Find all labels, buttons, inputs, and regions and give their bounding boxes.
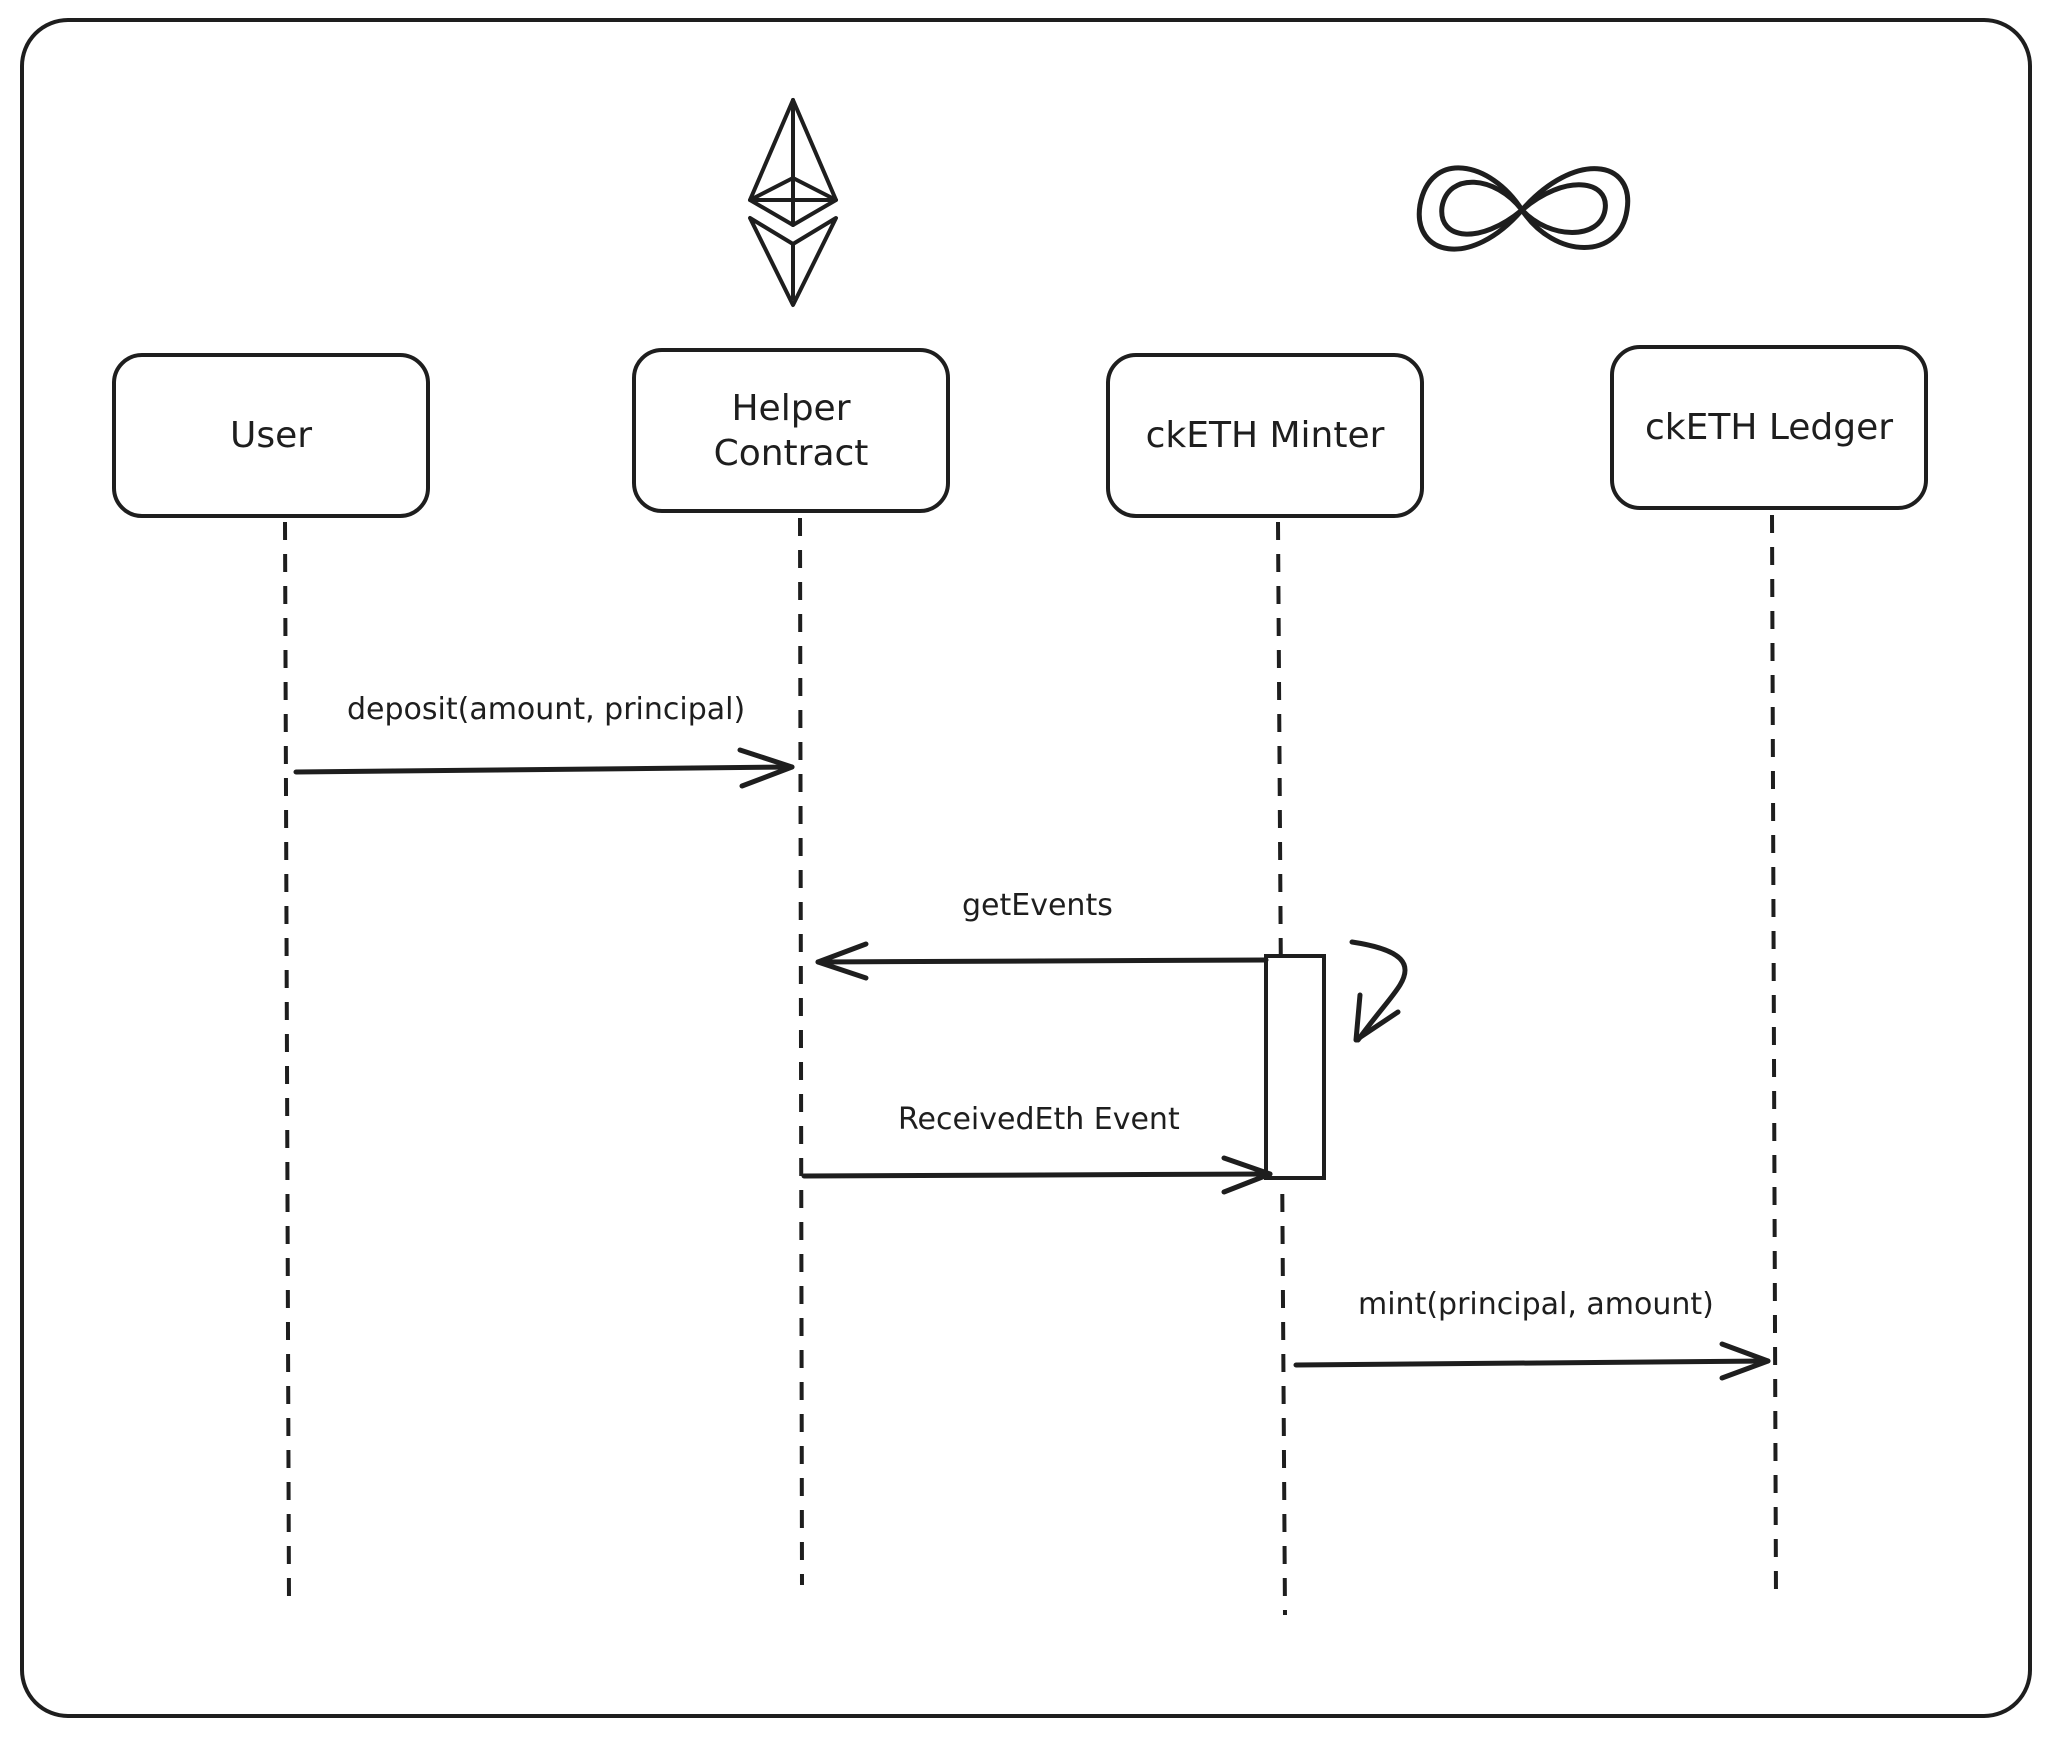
participant-cketh-ledger-label: ckETH Ledger [1644, 407, 1894, 448]
activation-bar-minter [1264, 954, 1326, 1180]
participant-helper-contract: Helper Contract [632, 348, 950, 513]
diagram-frame [20, 18, 2032, 1718]
participant-cketh-minter-label: ckETH Minter [1145, 415, 1385, 456]
participant-helper-contract-label: Helper Contract [713, 387, 869, 474]
lifeline-helper-contract [798, 517, 804, 1586]
ethereum-icon [748, 98, 838, 307]
arrow-self-loop [1349, 939, 1408, 1043]
lifeline-cketh-ledger [1770, 514, 1778, 1601]
message-label-mint: mint(principal, amount) [1358, 1287, 1714, 1322]
participant-user-label: User [229, 415, 313, 456]
participant-cketh-ledger: ckETH Ledger [1610, 345, 1928, 510]
message-label-receivedeth-event: ReceivedEth Event [898, 1102, 1180, 1137]
message-label-getevents: getEvents [962, 888, 1113, 923]
lifeline-user [283, 521, 291, 1606]
arrow-deposit [293, 747, 795, 789]
infinity-icon [1416, 165, 1631, 252]
arrow-receivedeth-event [801, 1155, 1273, 1195]
arrow-mint [1293, 1341, 1771, 1381]
participant-cketh-minter: ckETH Minter [1106, 353, 1424, 518]
message-label-deposit: deposit(amount, principal) [347, 692, 746, 727]
participant-user: User [112, 353, 430, 518]
arrow-getevents [815, 941, 1269, 981]
